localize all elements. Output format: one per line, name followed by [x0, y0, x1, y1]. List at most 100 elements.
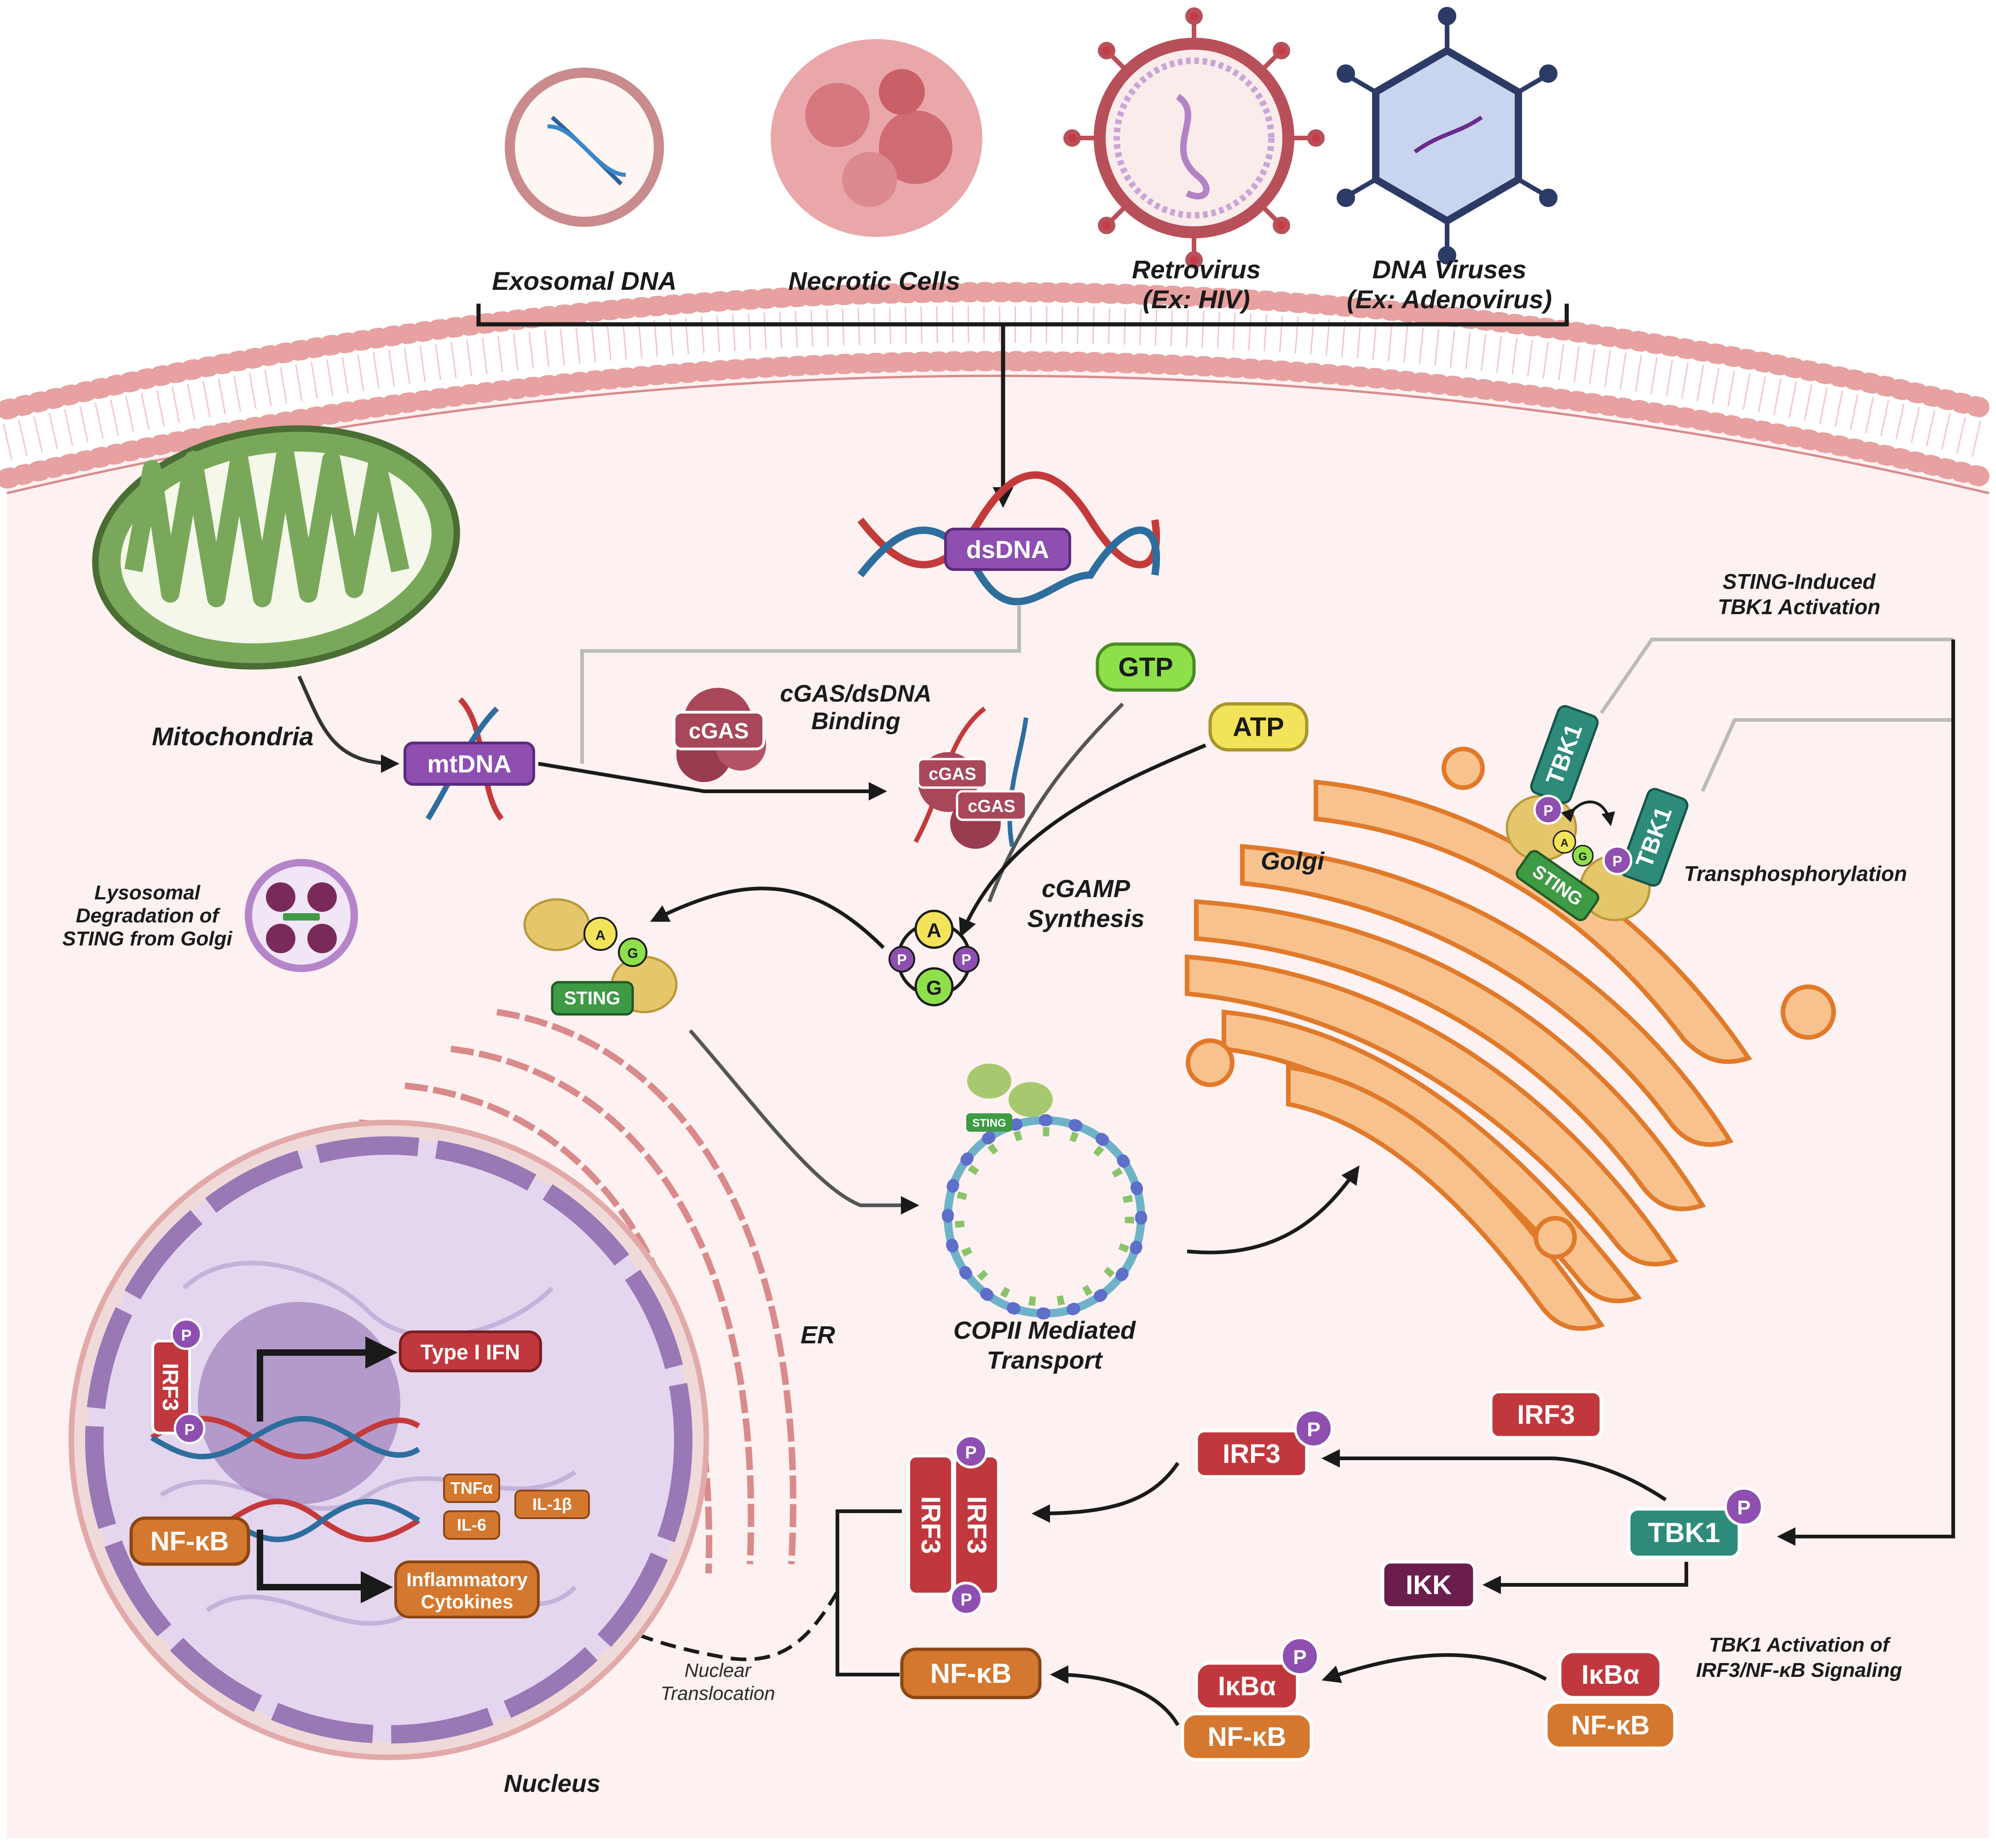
retrovirus-example-label: (Ex: HIV) [1142, 285, 1250, 314]
mitochondria-label: Mitochondria [152, 722, 314, 751]
sting-er-text: STING [564, 988, 620, 1008]
irf3-text: IRF3 [1223, 1439, 1281, 1469]
tnfa-pill [443, 1474, 500, 1503]
sources-bracket [476, 304, 1569, 327]
arrow-mtdna-to-cgas [538, 762, 887, 800]
copii-label-2: Transport [986, 1347, 1103, 1374]
arrow-mito-to-mtdna [297, 675, 399, 773]
irf3-pill [1194, 1429, 1309, 1479]
cgas-binding-label-2: Binding [811, 708, 900, 735]
dsdna-pill [944, 528, 1071, 571]
mtdna-pill [404, 742, 535, 786]
tbk1-signaling-label: TBK1 Activation of [1709, 1634, 1891, 1656]
arrow-nfkb-release [1050, 1665, 1180, 1726]
arrow-atp-to-cgamp [959, 743, 1206, 938]
phospho-irf3-text: P [1307, 1418, 1320, 1441]
ikk-pill [1381, 1560, 1477, 1610]
nfkb-free-text: NF-κB [930, 1658, 1012, 1689]
irf3-nucleus-text: IRF3 [158, 1363, 182, 1411]
copii-vesicle-icon [942, 1064, 1147, 1319]
phospho-golgi-text-2: P [1612, 853, 1622, 869]
cytokines-text: Cytokines [421, 1591, 513, 1612]
connector-tbk1-activation-2 [1701, 718, 1953, 792]
cgas-text-2: cGAS [929, 765, 976, 784]
tnfa-text: TNFα [450, 1479, 493, 1497]
tbk1-pill [1627, 1507, 1741, 1559]
phospho-dimer-1 [954, 1434, 988, 1468]
golgi-apparatus-icon [1185, 747, 1836, 1331]
lysosome-icon [245, 859, 358, 972]
irf3-free-text: IRF3 [1517, 1400, 1575, 1430]
nfkb-nucleus-pill [129, 1516, 250, 1566]
phospho-irf3-nucleus-text-1: P [181, 1327, 192, 1344]
necrotic-cells-label: Necrotic Cells [788, 266, 960, 295]
transphos-arrow [1561, 800, 1615, 826]
retrovirus-label: Retrovirus [1132, 255, 1261, 284]
sting-er-icon [523, 898, 678, 1013]
er-label: ER [801, 1321, 835, 1349]
irf3-dimer-text-1: IRF3 [962, 1496, 992, 1554]
arrow-dsdna-to-cgas [580, 605, 1021, 764]
cgas-binding-label: cGAS/dsDNA [780, 680, 931, 707]
lysosome-label-2: Degradation of [76, 904, 221, 927]
irf3-dimer-pill-2 [907, 1455, 954, 1595]
atp-pill [1208, 702, 1309, 752]
sting-er-a-text: A [595, 928, 606, 943]
type1-ifn-text: Type I IFN [421, 1340, 520, 1364]
retrovirus-icon [1063, 7, 1325, 269]
lysosome-label: Lysosomal [94, 881, 201, 904]
arrow-to-type1-ifn [257, 1336, 398, 1422]
arrow-tbk1-to-irf3 [1321, 1449, 1667, 1502]
cgamp-label-2: Synthesis [1027, 905, 1144, 933]
cgamp-label: cGAMP [1042, 875, 1131, 903]
arrow-ikba-phosphorylation [1321, 1653, 1547, 1683]
phospho-dimer-text-1: P [965, 1443, 976, 1462]
cgamp-p-text-1: P [897, 951, 906, 968]
phospho-golgi-text-1: P [1543, 802, 1553, 819]
mtdna-text: mtDNA [427, 750, 512, 778]
nuclear-translocation-label: Nuclear [685, 1659, 752, 1681]
phospho-dimer-text-2: P [960, 1590, 972, 1610]
arrow-copii-to-golgi [1187, 1165, 1360, 1255]
phospho-tbk1 [1724, 1487, 1764, 1526]
tbk1-activation-label: STING-Induced [1723, 570, 1876, 593]
phospho-golgi-2 [1602, 845, 1633, 875]
sting-golgi-pill [1516, 850, 1599, 921]
transphos-label: Transphosphorylation [1684, 862, 1907, 886]
exosomal-dna-label: Exosomal DNA [492, 266, 676, 295]
golgi-label: Golgi [1261, 847, 1325, 875]
tbk1-text: TBK1 [1648, 1517, 1720, 1548]
phospho-irf3-nucleus-text-2: P [185, 1421, 195, 1439]
nfkb-pill-mid [1181, 1712, 1313, 1762]
il6-text: IL-6 [457, 1515, 486, 1534]
tbk1-activation-label-2: TBK1 Activation [1718, 595, 1881, 619]
gtp-text: GTP [1118, 652, 1173, 682]
arrow-tbk1-activation [1777, 639, 1955, 1546]
phospho-ikba-text: P [1293, 1646, 1306, 1669]
cgamp-g-text: G [926, 977, 942, 999]
ikba-pill-right [1558, 1650, 1663, 1699]
tbk1-signaling-label-2: IRF3/NF-κB Signaling [1696, 1659, 1902, 1681]
sting-er-pill [551, 981, 634, 1016]
phospho-irf3-nucleus-2 [173, 1412, 206, 1445]
arrow-sting-to-copii [688, 1029, 919, 1215]
phospho-irf3 [1294, 1409, 1333, 1448]
cgamp-molecule [888, 910, 980, 1007]
arrow-cgamp-to-sting [650, 887, 885, 949]
inflammatory-cytokines-pill [394, 1560, 540, 1618]
nfkb-free-pill [900, 1647, 1042, 1699]
gtp-pill [1096, 642, 1196, 692]
cgas-pill [673, 711, 765, 750]
phospho-ikba [1280, 1636, 1320, 1676]
cgamp-p-text-2: P [961, 951, 971, 968]
lysosome-label-3: STING from Golgi [62, 927, 232, 950]
dsdna-helix [857, 471, 1160, 605]
membrane-inner [0, 351, 1996, 489]
connector-tbk1-activation-1 [1599, 638, 1953, 714]
type1-ifn-pill [399, 1330, 542, 1372]
il1b-pill [514, 1490, 590, 1519]
phospho-tbk1-text: P [1737, 1497, 1750, 1519]
atp-text: ATP [1233, 712, 1284, 742]
